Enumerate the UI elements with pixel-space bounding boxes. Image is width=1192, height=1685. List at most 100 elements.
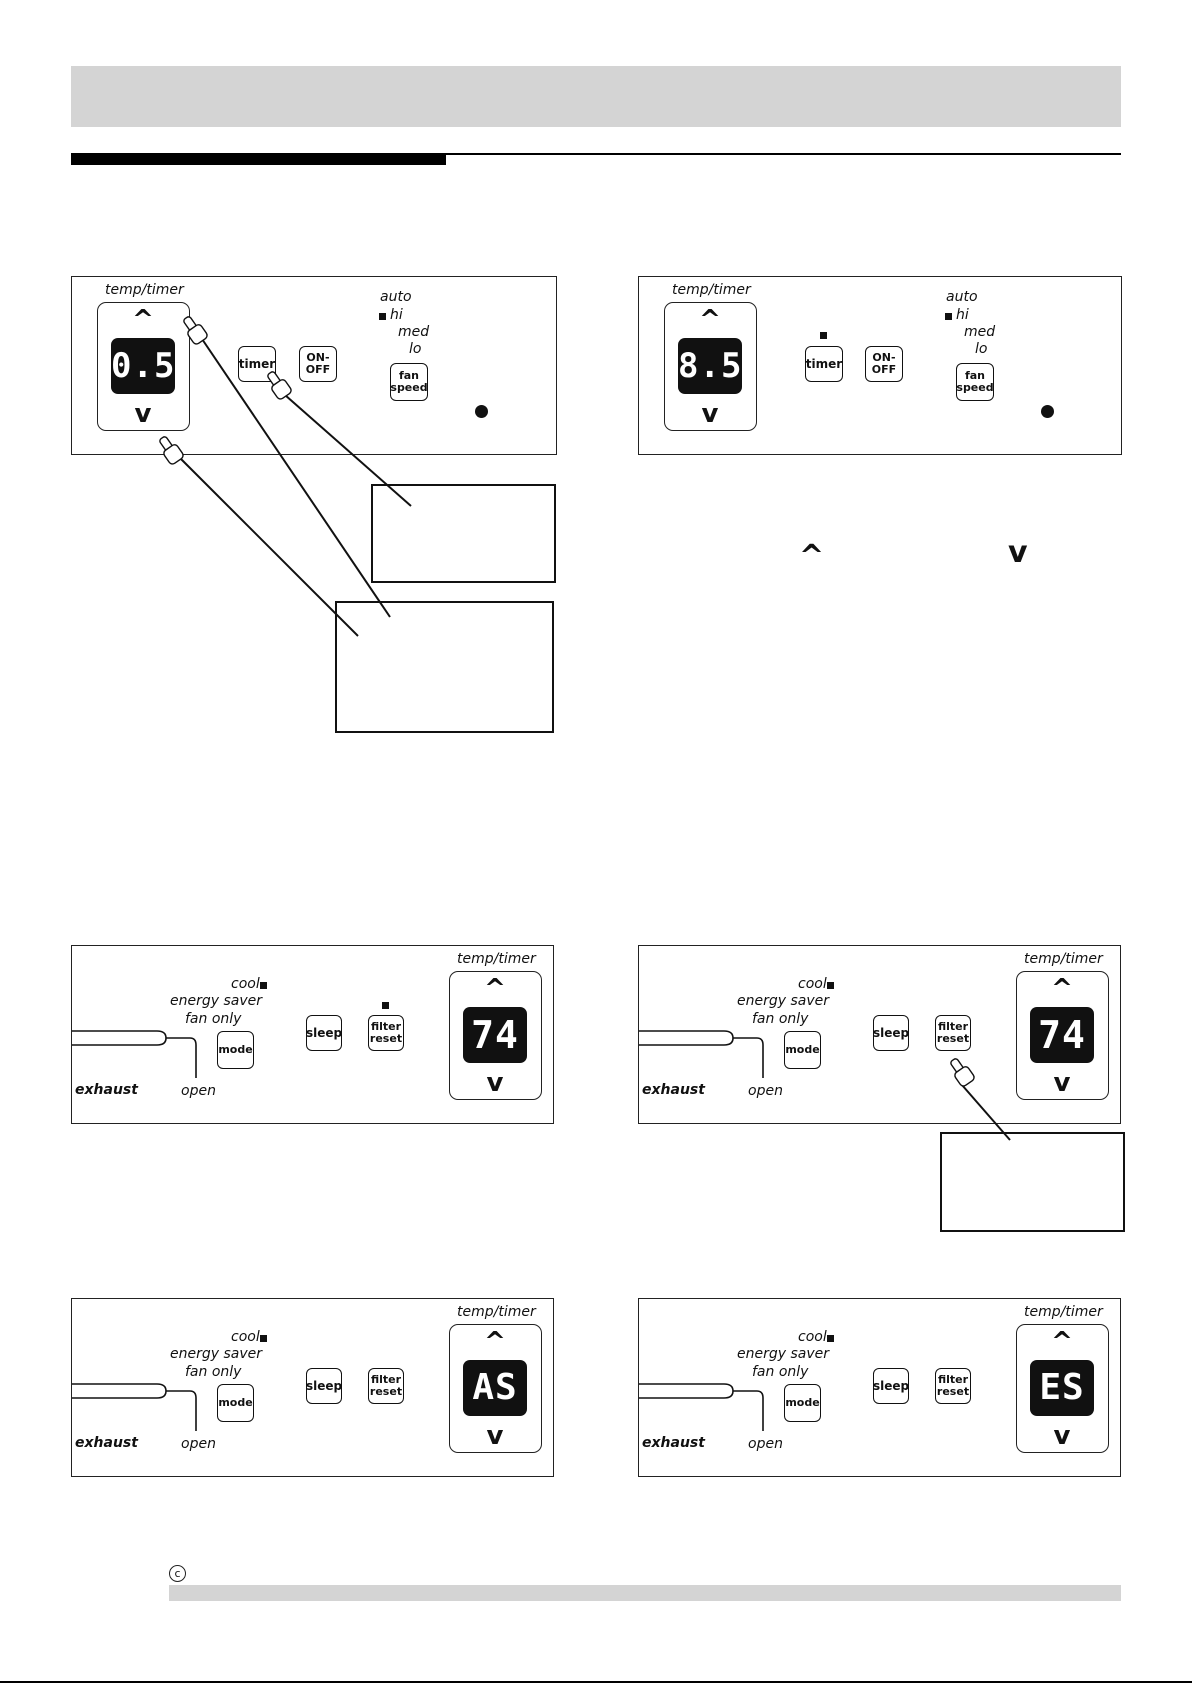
exhaust-open-label: open [181,1083,216,1099]
fan-med-label: med [398,324,430,340]
down-arrow-button[interactable]: v [1053,1421,1071,1451]
control-panel-timer-active: temp/timer ^ 8.5 v timer ON- OFF auto hi… [638,276,1122,455]
mode-fan-only-label: fan only [185,1364,242,1380]
down-arrow-button[interactable]: v [134,399,152,429]
square-indicator-icon [379,313,386,320]
square-indicator-icon [945,313,952,320]
mode-fan-only-label: fan only [752,1364,809,1380]
fan-speed-button[interactable]: fan speed [390,363,428,401]
down-arrow-icon: v [1008,535,1028,570]
header-rule-thick [71,153,446,165]
up-arrow-button[interactable]: ^ [699,305,721,335]
filter-reset-button[interactable]: filter reset [368,1368,404,1404]
up-arrow-button[interactable]: ^ [132,305,154,335]
temp-timer-label: temp/timer [1024,951,1103,967]
filter-reset-button[interactable]: filter reset [935,1368,971,1404]
square-indicator-icon [260,982,267,989]
temp-timer-display-frame: ^ 0.5 v [97,302,190,431]
up-arrow-icon: ^ [799,539,825,574]
temp-timer-label: temp/timer [457,951,536,967]
temp-timer-label: temp/timer [457,1304,536,1320]
hand-pointer-icon [159,436,184,465]
up-arrow-button[interactable]: ^ [1051,1327,1073,1357]
bottom-rule [0,1681,1192,1683]
square-indicator-icon [382,1002,389,1009]
temp-timer-label: temp/timer [1024,1304,1103,1320]
mode-button[interactable]: mode [784,1031,821,1069]
down-arrow-button[interactable]: v [486,1068,504,1098]
control-panel-timer-set: temp/timer ^ 0.5 v timer ON- OFF auto hi… [71,276,557,455]
on-off-button[interactable]: ON- OFF [865,346,903,382]
fan-speed-button[interactable]: fan speed [956,363,994,401]
exhaust-label: exhaust [75,1082,138,1098]
leader-line-up-arrow [199,335,391,618]
mode-button[interactable]: mode [784,1384,821,1422]
exhaust-open-label: open [181,1436,216,1452]
up-arrow-button[interactable]: ^ [1051,974,1073,1004]
mode-cool-label: cool [798,1329,827,1345]
leader-line-filter-reset [961,1084,1011,1141]
exhaust-hose-icon [639,1383,764,1431]
temp-timer-display-frame: ^ AS v [449,1324,542,1453]
mode-fan-only-label: fan only [185,1011,242,1027]
temp-timer-display-frame: ^ 8.5 v [664,302,757,431]
control-panel-auto-swing: cool energy saver fan only mode exhaust … [71,1298,554,1477]
lcd-display: 0.5 [111,338,175,394]
filter-reset-button[interactable]: filter reset [368,1015,404,1051]
exhaust-label: exhaust [642,1435,705,1451]
fan-auto-label: auto [380,289,412,305]
header-rule-thin [446,153,1121,155]
exhaust-hose-icon [639,1030,764,1078]
temp-timer-display-frame: ^ 74 v [1016,971,1109,1100]
down-arrow-button[interactable]: v [701,399,719,429]
callout-box-timer [371,484,556,583]
temp-timer-label: temp/timer [105,282,184,298]
timer-button[interactable]: timer [238,346,276,382]
fan-auto-label: auto [946,289,978,305]
exhaust-label: exhaust [75,1435,138,1451]
sleep-button[interactable]: sleep [873,1368,909,1404]
sleep-button[interactable]: sleep [306,1015,342,1051]
on-off-button[interactable]: ON- OFF [299,346,337,382]
mode-cool-label: cool [231,976,260,992]
sleep-button[interactable]: sleep [873,1015,909,1051]
control-panel-energy-saver: cool energy saver fan only mode exhaust … [638,1298,1121,1477]
down-arrow-button[interactable]: v [1053,1068,1071,1098]
mode-button[interactable]: mode [217,1031,254,1069]
sleep-button[interactable]: sleep [306,1368,342,1404]
mode-fan-only-label: fan only [752,1011,809,1027]
fan-lo-label: lo [409,341,422,357]
mode-cool-label: cool [798,976,827,992]
mode-energy-saver-label: energy saver [170,993,263,1009]
callout-box-filter-reset [940,1132,1125,1232]
mode-energy-saver-label: energy saver [737,993,830,1009]
fan-med-label: med [964,324,996,340]
exhaust-hose-icon [72,1030,197,1078]
timer-button[interactable]: timer [805,346,843,382]
square-indicator-icon [260,1335,267,1342]
leader-line-timer [284,394,412,507]
square-indicator-icon [827,1335,834,1342]
exhaust-label: exhaust [642,1082,705,1098]
square-indicator-icon [827,982,834,989]
mode-cool-label: cool [231,1329,260,1345]
fan-hi-label: hi [956,307,969,323]
lcd-display: 74 [463,1007,527,1063]
up-arrow-button[interactable]: ^ [484,974,506,1004]
exhaust-open-label: open [748,1083,783,1099]
footer-band [169,1585,1121,1601]
mode-energy-saver-label: energy saver [737,1346,830,1362]
filter-reset-button[interactable]: filter reset [935,1015,971,1051]
down-arrow-button[interactable]: v [486,1421,504,1451]
copyright-icon: c [169,1565,186,1582]
fan-hi-label: hi [390,307,403,323]
temp-timer-display-frame: ^ 74 v [449,971,542,1100]
mode-button[interactable]: mode [217,1384,254,1422]
up-arrow-button[interactable]: ^ [484,1327,506,1357]
dot-indicator-icon [1041,405,1054,418]
exhaust-hose-icon [72,1383,197,1431]
lcd-display: ES [1030,1360,1094,1416]
dot-indicator-icon [475,405,488,418]
square-indicator-icon [820,332,827,339]
